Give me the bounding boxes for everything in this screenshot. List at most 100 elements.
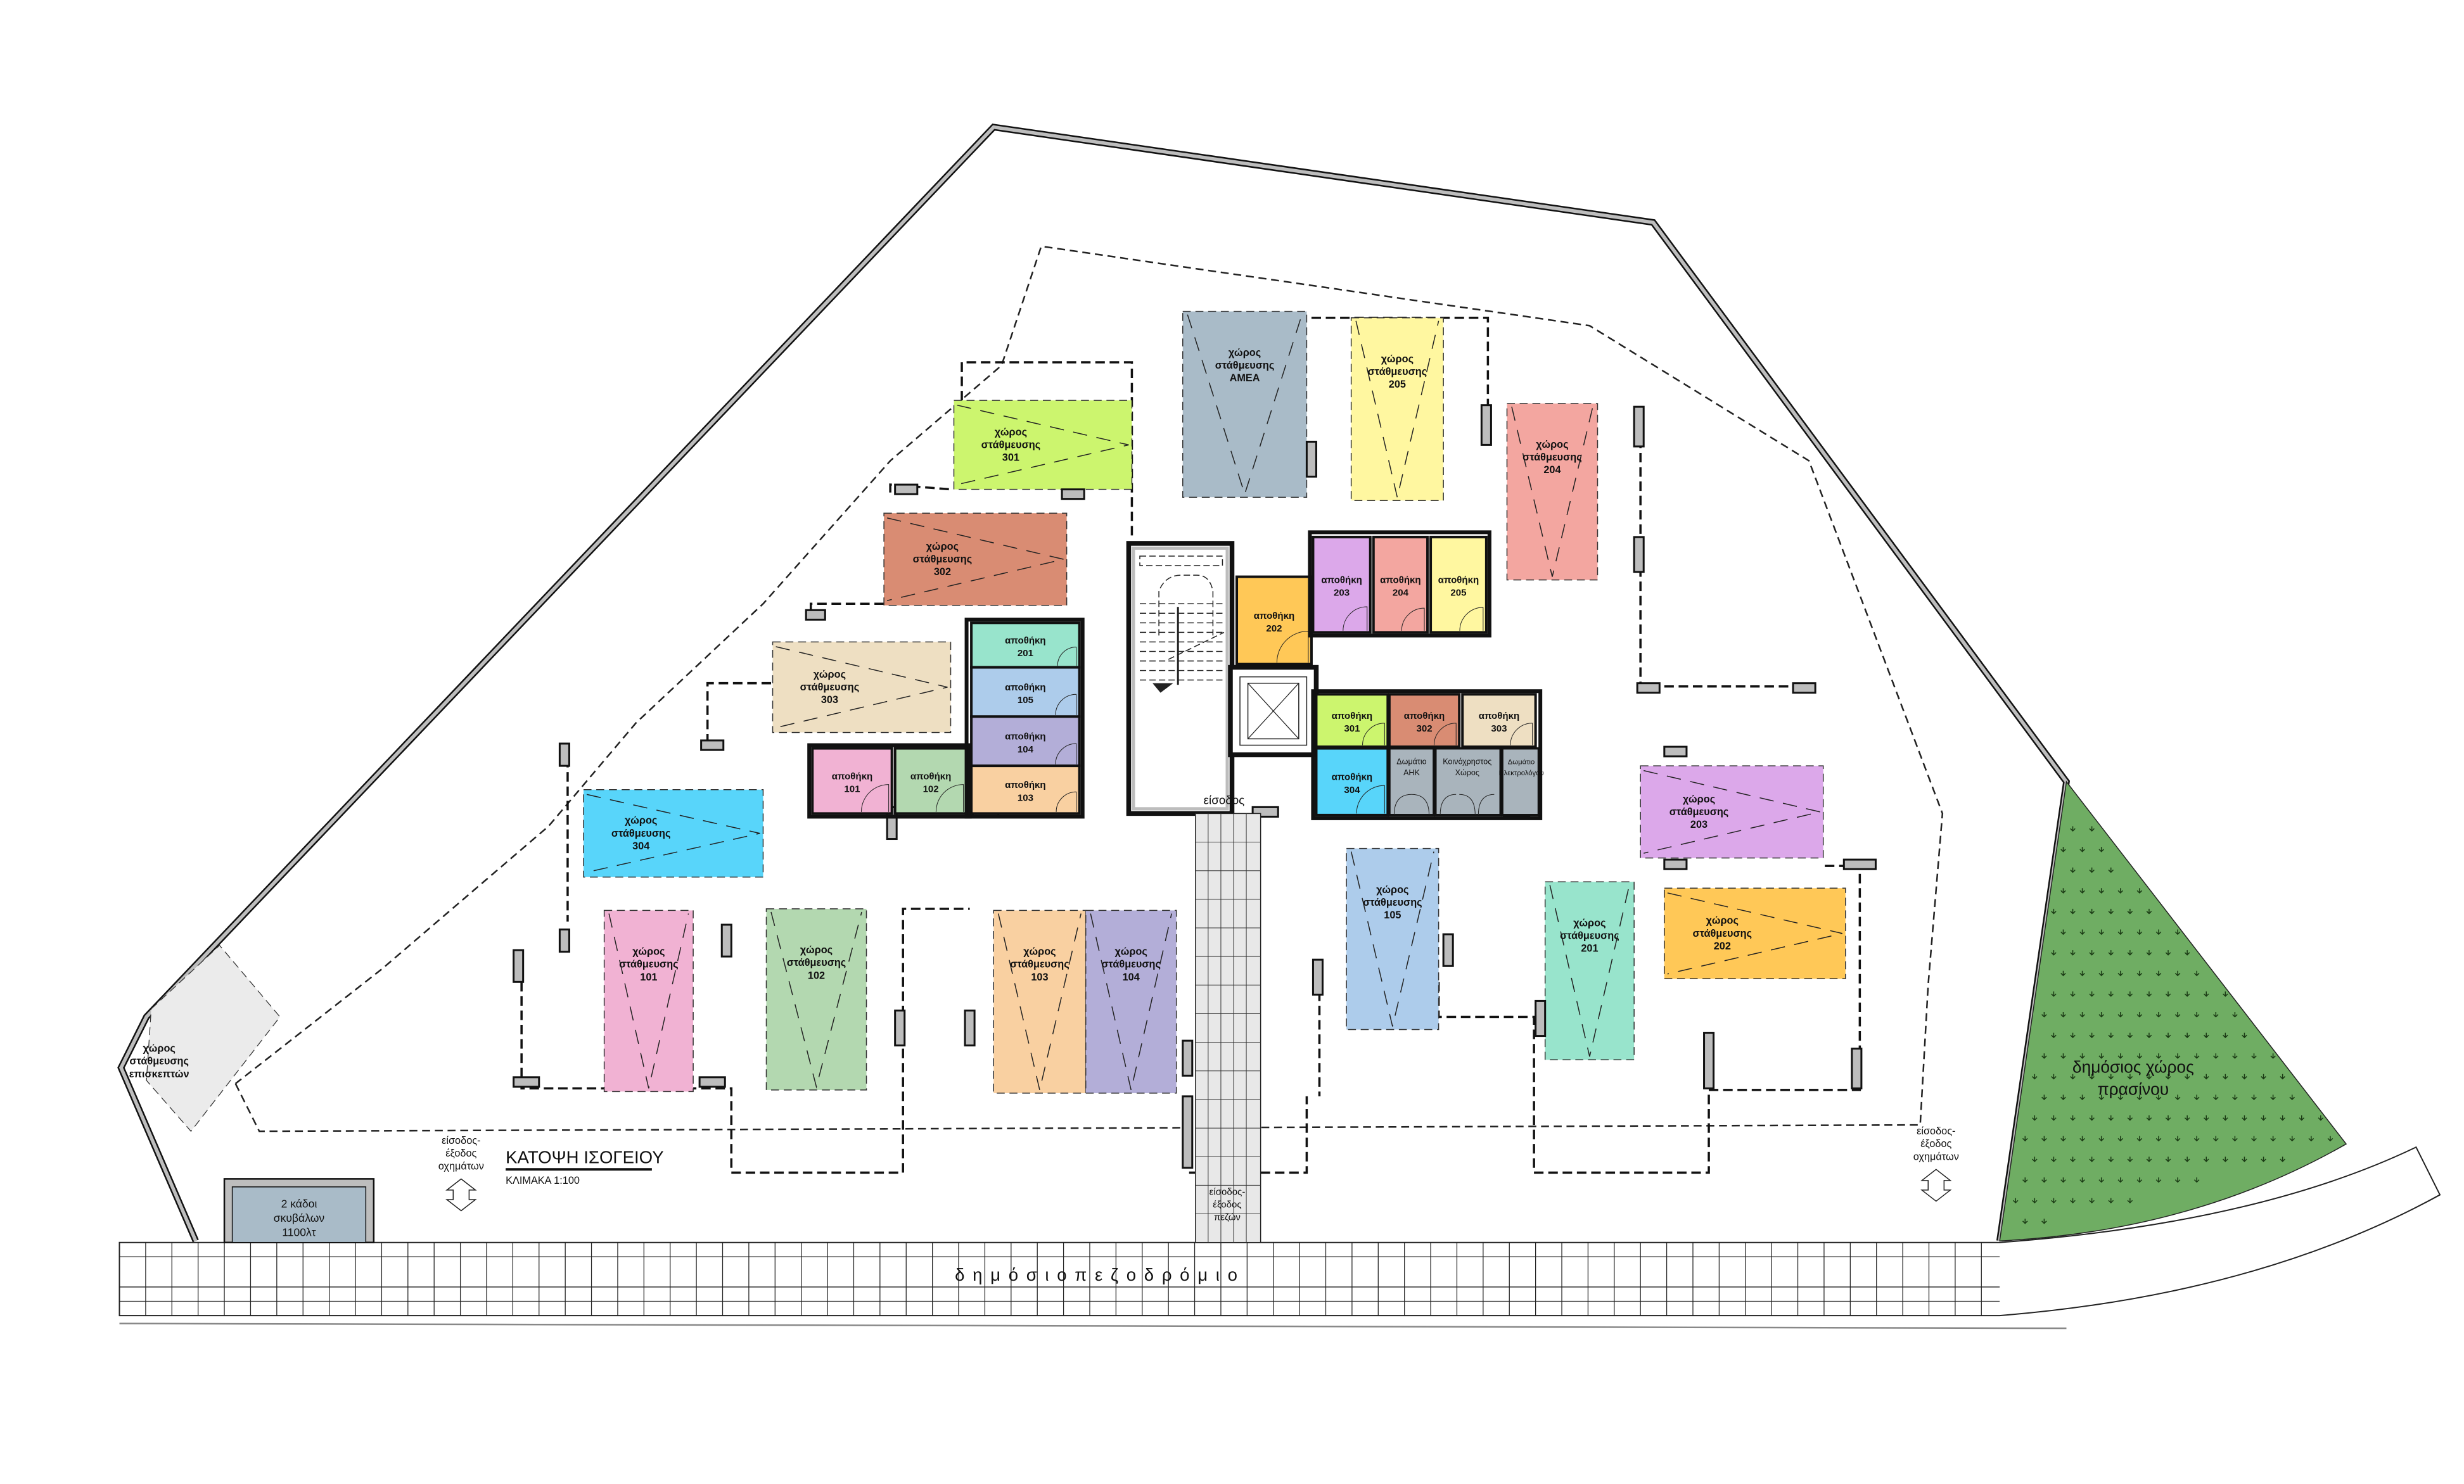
door-swing-icon [935, 784, 964, 812]
parking-label: στάθμευσης [1560, 930, 1619, 942]
storage-label: αποθήκη [910, 771, 951, 782]
parking-label: χώρος [1536, 439, 1568, 450]
storage-label: αποθήκη [832, 771, 872, 782]
parking-number: 303 [821, 694, 838, 706]
parking-label: χώρος [995, 426, 1027, 438]
storage-number: 201 [1018, 648, 1033, 659]
door-swing-icon [1057, 647, 1077, 666]
parking-label: στάθμευσης [1368, 366, 1427, 377]
parking-number: 304 [632, 840, 649, 852]
bins-label-2: σκυβάλων [274, 1212, 325, 1224]
parking-number: 203 [1690, 819, 1708, 830]
column-pier [558, 929, 570, 953]
column-pier [700, 739, 725, 751]
storage-number: 204 [1393, 588, 1409, 599]
storage-number: 304 [1344, 785, 1360, 796]
room-electrician-label-1: Δωμάτιο [1508, 759, 1535, 766]
storage-number: 203 [1334, 588, 1350, 599]
storage-number: 102 [923, 784, 939, 795]
vehicle-entry-left-label-1: είσοδος- [442, 1135, 480, 1146]
column-pier [1663, 858, 1688, 870]
entrance-label: είσοδος [1204, 793, 1245, 806]
column-pier [964, 1009, 976, 1047]
column-pier [805, 609, 826, 621]
storage-label: αποθήκη [1380, 575, 1420, 586]
parking-number: 102 [808, 970, 825, 981]
column-pier [720, 923, 732, 958]
door-swing-icon [1356, 785, 1385, 814]
parking-label: χώρος [1706, 915, 1739, 927]
ped-entry-label-2: έξοδος [1213, 1200, 1241, 1210]
storage-label: αποθήκη [1438, 575, 1479, 586]
parking-label: χώρος [1573, 917, 1605, 929]
vehicle-entry-right-label-2: έξοδος [1920, 1138, 1951, 1150]
waste-bins-enclosure: 2 κάδοι σκυβάλων 1100λτ [223, 1178, 375, 1243]
storage-label: αποθήκη [1005, 780, 1045, 790]
public-sidewalk [118, 1146, 2441, 1329]
vehicle-entry-left-label-3: οχημάτων [438, 1160, 484, 1172]
parking-label: στάθμευσης [981, 439, 1041, 450]
column-pier [1703, 1032, 1715, 1089]
vehicle-entry-right: είσοδος- έξοδος οχημάτων [1913, 1126, 1959, 1202]
green-space-label-line2: πρασίνου [2098, 1079, 2169, 1098]
column-pier [1305, 440, 1317, 478]
parking-number: 202 [1714, 941, 1731, 952]
storage-block-wall [1311, 689, 1543, 820]
storage-number: 202 [1266, 623, 1282, 634]
building-setback-line [234, 245, 1944, 1132]
parking-label: στάθμευσης [913, 554, 973, 565]
room-common-label-1: Κοινόχρηστος [1443, 758, 1491, 766]
parking-label: χώρος [800, 944, 833, 956]
storage-unit-102: αποθήκη 102 [893, 747, 968, 815]
parking-label: στάθμευσης [1010, 959, 1069, 970]
ped-entry-label-1: είσοδος- [1210, 1186, 1246, 1197]
room-aik-label-2: ΑΗΚ [1403, 768, 1420, 777]
column-pier [1535, 999, 1547, 1037]
drawing-title: ΚΑΤΟΨΗ ΙΣΟΓΕΙΟΥ [506, 1147, 664, 1167]
storage-label: αποθήκη [1005, 682, 1045, 693]
ped-entry-label-3: πεζών [1214, 1212, 1241, 1223]
column-pier [1182, 1039, 1194, 1077]
door-swing-icon [1510, 723, 1533, 745]
visitor-parking-space: χώρος στάθμευσης επισκεπτών [129, 944, 281, 1132]
column-pier [1842, 858, 1877, 870]
parking-number: 204 [1543, 464, 1561, 476]
parking-number: 201 [1581, 943, 1598, 954]
column-pier [558, 742, 570, 767]
parking-label: χώρος [632, 946, 665, 958]
title-block: ΚΑΤΟΨΗ ΙΣΟΓΕΙΟΥ ΚΛΙΜΑΚΑ 1:100 [506, 1147, 664, 1186]
door-swing-icon [1343, 606, 1368, 631]
parking-label: χώρος [625, 815, 657, 827]
storage-number: 303 [1491, 723, 1507, 734]
column-pier [894, 1009, 906, 1047]
visitors-label-1: χώρος [143, 1043, 176, 1055]
column-pier [513, 949, 525, 983]
storage-number: 103 [1018, 792, 1033, 803]
column-pier [1851, 1048, 1863, 1089]
door-swing-icon [1362, 723, 1385, 745]
storage-number: 105 [1018, 695, 1033, 706]
vehicle-entry-right-label-1: είσοδος- [1917, 1126, 1955, 1137]
storage-unit-204: αποθήκη 204 [1372, 535, 1429, 634]
column-pier [1633, 405, 1645, 448]
visitors-label-3: επισκεπτών [129, 1069, 189, 1080]
double-arrow-icon [445, 1178, 477, 1212]
door-swing-icon [1401, 607, 1425, 631]
